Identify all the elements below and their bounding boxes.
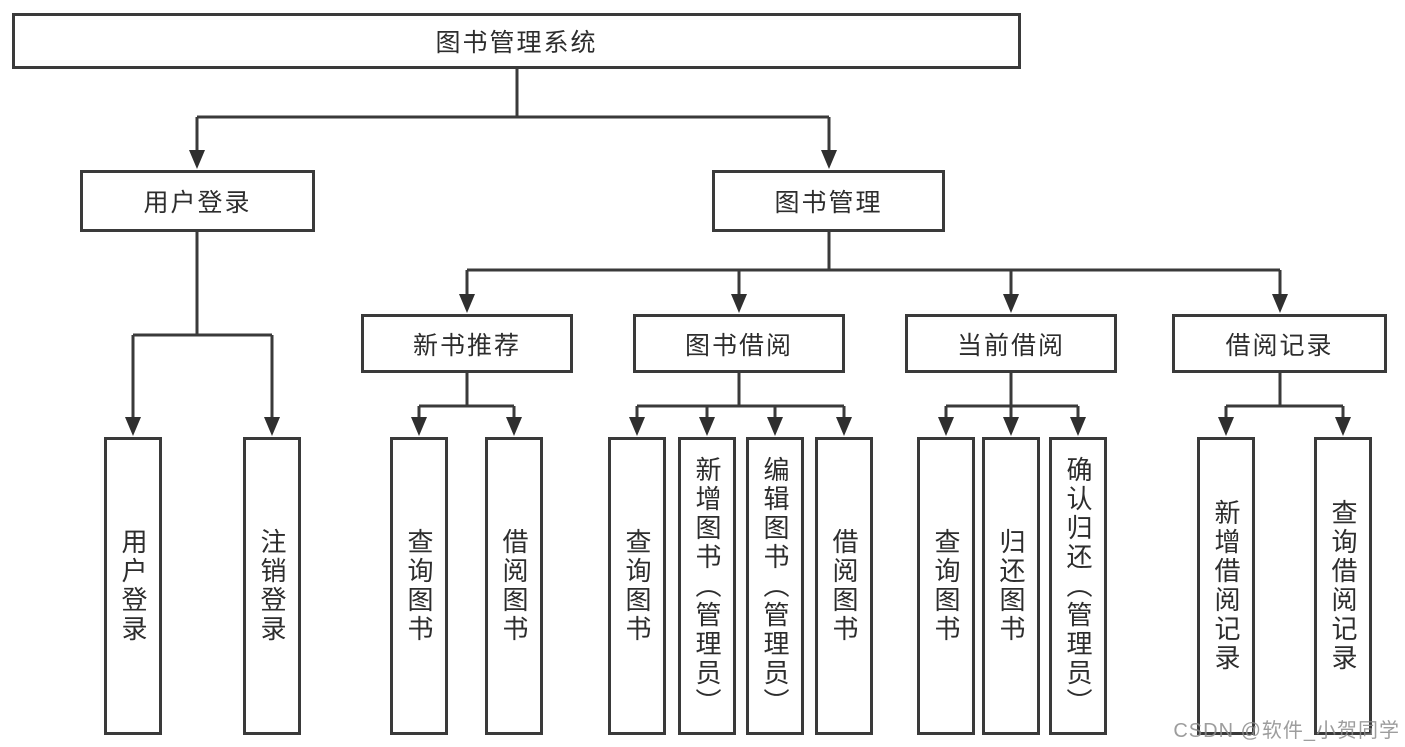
node-add-books-admin: 新增图书（管理员） bbox=[678, 437, 736, 735]
node-confirm-return-admin: 确认归还（管理员） bbox=[1049, 437, 1107, 735]
node-borrowing-records: 借阅记录 bbox=[1172, 314, 1387, 373]
node-search-books-recommend: 查询图书 bbox=[390, 437, 448, 735]
node-logout-leaf: 注销登录 bbox=[243, 437, 301, 735]
node-label: 借阅记录 bbox=[1225, 331, 1334, 360]
node-borrow-books: 借阅图书 bbox=[815, 437, 873, 735]
node-label: 用户登录 bbox=[118, 528, 148, 644]
node-label: 借阅图书 bbox=[829, 528, 859, 644]
node-label: 当前借阅 bbox=[956, 331, 1065, 360]
node-book-management: 图书管理 bbox=[712, 170, 945, 232]
node-label: 借阅图书 bbox=[499, 528, 529, 644]
node-book-borrowing: 图书借阅 bbox=[633, 314, 845, 373]
node-label: 归还图书 bbox=[996, 528, 1026, 644]
watermark: CSDN @软件_小贺同学 bbox=[1173, 720, 1400, 742]
node-library-management-system: 图书管理系统 bbox=[12, 13, 1021, 69]
node-label: 新增图书（管理员） bbox=[692, 455, 722, 717]
node-return-books: 归还图书 bbox=[982, 437, 1040, 735]
node-label: 图书借阅 bbox=[684, 331, 793, 360]
node-label: 确认归还（管理员） bbox=[1063, 455, 1093, 717]
node-label: 图书管理 bbox=[774, 189, 883, 217]
node-search-books-borrow: 查询图书 bbox=[608, 437, 666, 735]
node-label: 查询借阅记录 bbox=[1328, 499, 1358, 673]
node-label: 注销登录 bbox=[257, 528, 287, 644]
node-label: 查询图书 bbox=[622, 528, 652, 644]
node-user-login-leaf: 用户登录 bbox=[104, 437, 162, 735]
node-search-borrow-record: 查询借阅记录 bbox=[1314, 437, 1372, 735]
node-new-book-recommendation: 新书推荐 bbox=[361, 314, 573, 373]
node-add-borrow-record: 新增借阅记录 bbox=[1197, 437, 1255, 735]
node-label: 编辑图书（管理员） bbox=[760, 455, 790, 717]
node-label: 新增借阅记录 bbox=[1211, 499, 1241, 673]
node-search-books-current: 查询图书 bbox=[917, 437, 975, 735]
node-current-borrowing: 当前借阅 bbox=[905, 314, 1117, 373]
node-label: 新书推荐 bbox=[412, 331, 521, 360]
node-edit-books-admin: 编辑图书（管理员） bbox=[746, 437, 804, 735]
node-user-login: 用户登录 bbox=[80, 170, 315, 232]
node-borrow-books-recommend: 借阅图书 bbox=[485, 437, 543, 735]
node-label: 查询图书 bbox=[404, 528, 434, 644]
node-label: 查询图书 bbox=[931, 528, 961, 644]
node-label: 图书管理系统 bbox=[435, 29, 598, 57]
node-label: 用户登录 bbox=[143, 189, 252, 217]
